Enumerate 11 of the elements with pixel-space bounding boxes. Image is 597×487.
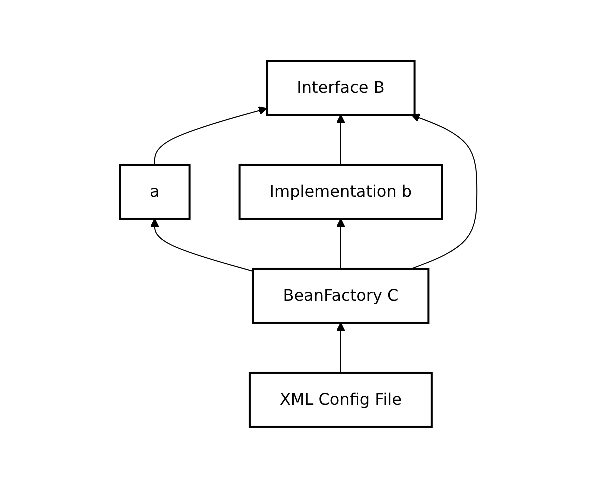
node-box: Interface B bbox=[266, 60, 416, 116]
node-box: XML Config File bbox=[248, 371, 433, 428]
arrow bbox=[336, 218, 346, 269]
arrow bbox=[336, 322, 346, 373]
node-box: Implementation b bbox=[238, 164, 444, 220]
arrow bbox=[150, 218, 254, 272]
node-box: a bbox=[118, 164, 191, 220]
arrow bbox=[154, 106, 268, 165]
arrow bbox=[336, 114, 346, 165]
node-box: BeanFactory C bbox=[252, 268, 430, 324]
arrow bbox=[411, 113, 478, 269]
